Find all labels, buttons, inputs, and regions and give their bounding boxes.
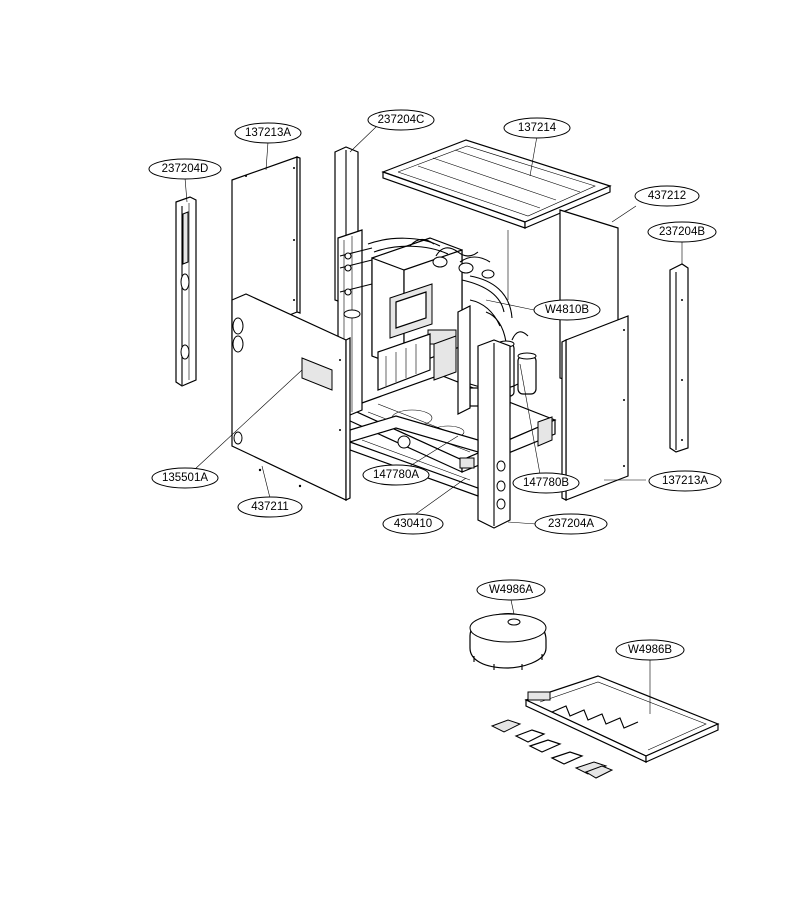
part-label-237204C-text: 237204C xyxy=(378,114,425,126)
part-label-W4986B-text: W4986B xyxy=(628,644,672,656)
part-label-W4986A: W4986A xyxy=(476,579,546,601)
small-clips xyxy=(490,719,614,779)
part-label-147780A: 147780A xyxy=(362,464,430,486)
part-label-237204A: 237204A xyxy=(534,513,608,535)
part-label-137213A-right-text: 137213A xyxy=(662,475,708,487)
part-label-237204D: 237204D xyxy=(148,158,222,180)
part-label-W4986B: W4986B xyxy=(615,639,685,661)
front-post-237204A xyxy=(477,339,511,529)
part-label-430410-text: 430410 xyxy=(394,518,432,530)
leader-lines xyxy=(184,125,683,714)
part-label-437211: 437211 xyxy=(237,496,303,518)
side-panel-137213A-right xyxy=(561,315,629,501)
fan-guard-W4986A xyxy=(469,613,547,670)
side-panel-137213A-left xyxy=(231,156,301,339)
part-label-W4810B-text: W4810B xyxy=(545,304,589,316)
top-panel-137214 xyxy=(381,139,612,229)
part-label-W4986A-text: W4986A xyxy=(489,584,533,596)
part-label-237204D-text: 237204D xyxy=(162,163,209,175)
front-panel-437211 xyxy=(231,293,351,501)
part-label-147780A-text: 147780A xyxy=(373,469,419,481)
part-label-237204C: 237204C xyxy=(367,109,435,131)
part-label-147780B-text: 147780B xyxy=(523,477,569,489)
part-label-W4810B: W4810B xyxy=(533,299,601,321)
part-label-430410: 430410 xyxy=(382,513,444,535)
part-label-137213A-top-text: 137213A xyxy=(245,127,291,139)
part-label-137213A-top: 137213A xyxy=(234,122,302,144)
part-label-137213A-right: 137213A xyxy=(648,470,722,492)
part-label-135501A-text: 135501A xyxy=(162,472,208,484)
part-label-237204B-text: 237204B xyxy=(659,226,705,238)
part-label-437211-text: 437211 xyxy=(251,501,289,513)
part-label-437212-text: 437212 xyxy=(648,190,686,202)
part-label-237204B: 237204B xyxy=(647,221,717,243)
right-post-237204B xyxy=(669,263,689,453)
part-label-237204A-text: 237204A xyxy=(548,518,594,530)
left-post-237204D xyxy=(175,196,197,387)
part-label-147780B: 147780B xyxy=(512,472,580,494)
part-label-137214: 137214 xyxy=(503,117,571,139)
part-label-137214-text: 137214 xyxy=(518,122,557,134)
part-label-135501A: 135501A xyxy=(151,467,219,489)
drain-pan-W4986B xyxy=(524,675,720,763)
part-label-437212: 437212 xyxy=(634,185,700,207)
